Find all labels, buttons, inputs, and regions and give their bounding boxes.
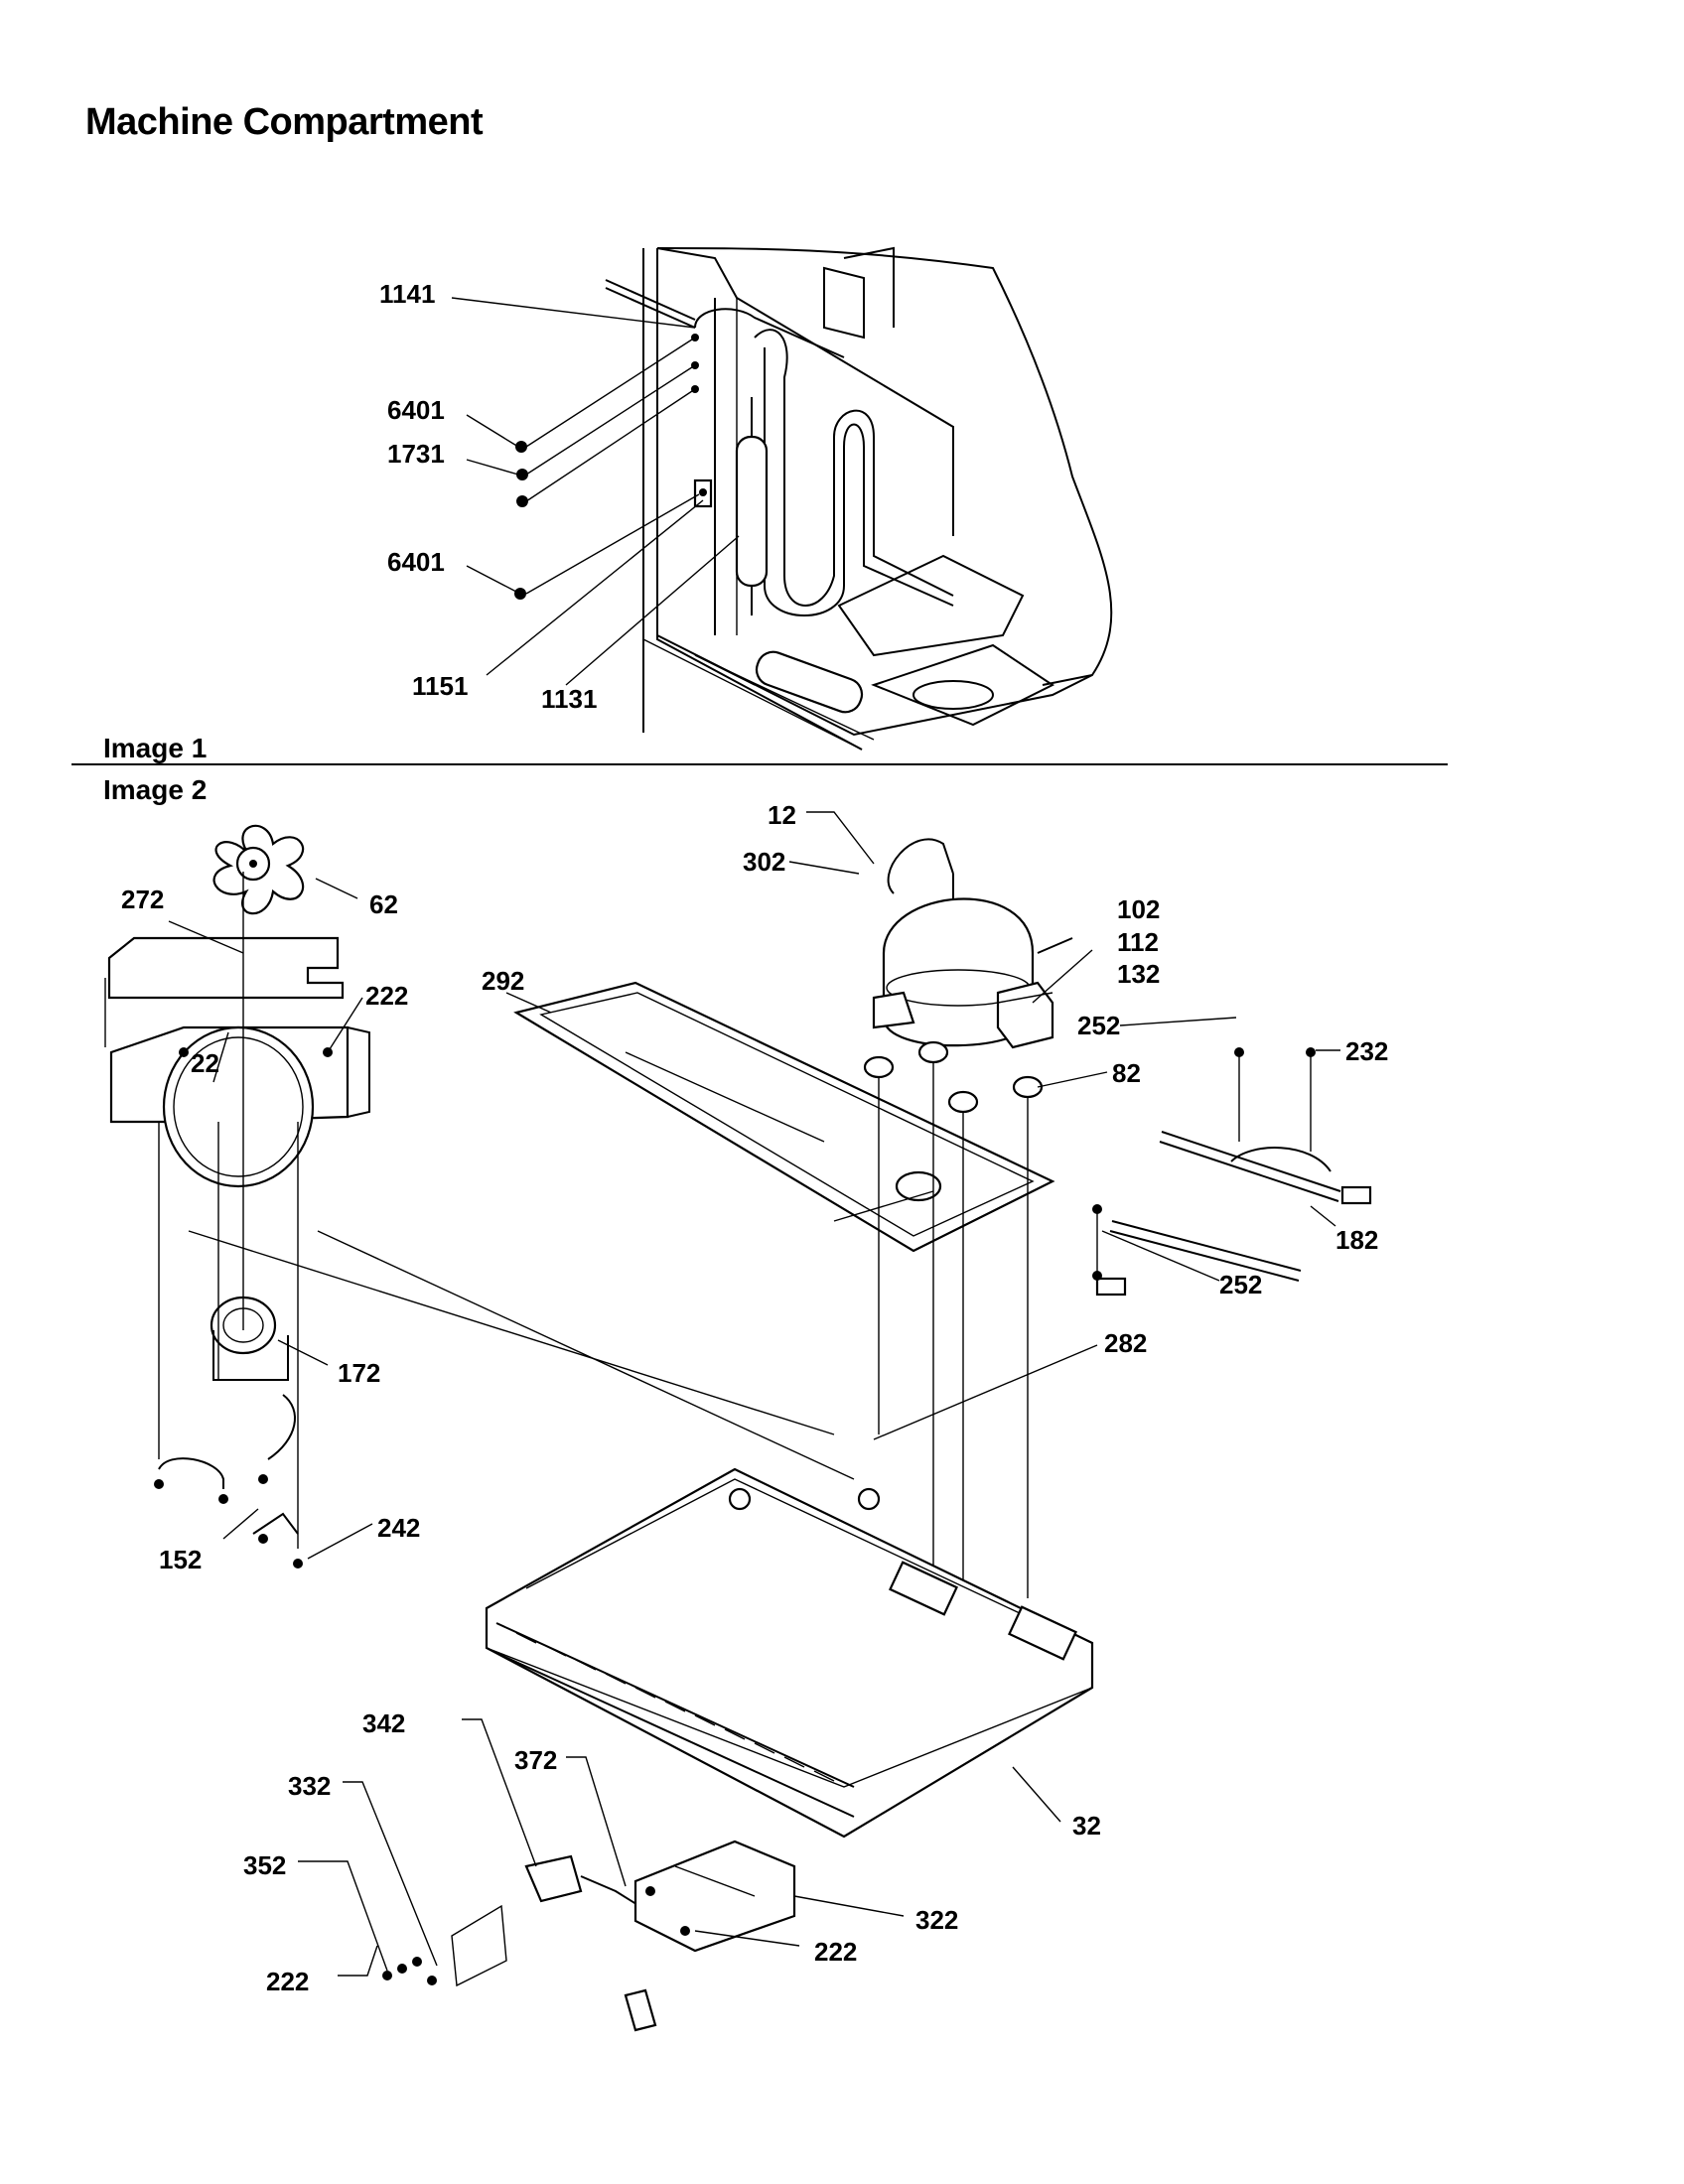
callout-32: 32 — [1072, 1811, 1101, 1841]
callout-282: 282 — [1104, 1328, 1147, 1358]
callout-222-a: 222 — [365, 981, 408, 1011]
compressor-icon — [872, 838, 1073, 1047]
callout-102: 102 — [1117, 894, 1160, 924]
callout-232: 232 — [1345, 1036, 1388, 1066]
callout-1131: 1131 — [541, 684, 597, 714]
callout-132: 132 — [1117, 959, 1160, 989]
callout-222-c: 222 — [266, 1967, 309, 1996]
callout-302: 302 — [743, 847, 785, 877]
callout-1731: 1731 — [387, 439, 445, 469]
image2-drawing — [104, 811, 1372, 2032]
image1-label: Image 1 — [103, 733, 208, 763]
callout-332: 332 — [288, 1771, 331, 1801]
callout-322: 322 — [915, 1905, 958, 1935]
callout-152: 152 — [159, 1545, 202, 1574]
callout-82: 82 — [1112, 1058, 1141, 1088]
callout-272: 272 — [121, 885, 164, 914]
callout-182: 182 — [1335, 1225, 1378, 1255]
section-divider — [71, 763, 1448, 765]
callout-112: 112 — [1117, 927, 1159, 957]
callout-252-a: 252 — [1077, 1011, 1120, 1040]
callout-172: 172 — [338, 1358, 380, 1388]
callout-372: 372 — [514, 1745, 557, 1775]
image2-label: Image 2 — [103, 774, 208, 805]
condenser-coil-icon — [495, 1622, 855, 1818]
callout-352: 352 — [243, 1850, 286, 1880]
callout-1141: 1141 — [379, 279, 435, 309]
callout-22: 22 — [191, 1048, 219, 1078]
page-title: Machine Compartment — [85, 101, 484, 143]
callout-242: 242 — [377, 1513, 420, 1543]
callout-222-b: 222 — [814, 1937, 857, 1967]
callout-342: 342 — [362, 1708, 405, 1738]
fan-blade-icon — [212, 824, 305, 915]
callout-6401-b: 6401 — [387, 547, 445, 577]
image1-drawing — [451, 246, 1113, 751]
callout-292: 292 — [482, 966, 524, 996]
callout-1151: 1151 — [412, 671, 468, 701]
callout-12: 12 — [768, 800, 796, 830]
callout-62: 62 — [369, 889, 398, 919]
callout-252-b: 252 — [1219, 1270, 1262, 1299]
callout-6401-a: 6401 — [387, 395, 445, 425]
